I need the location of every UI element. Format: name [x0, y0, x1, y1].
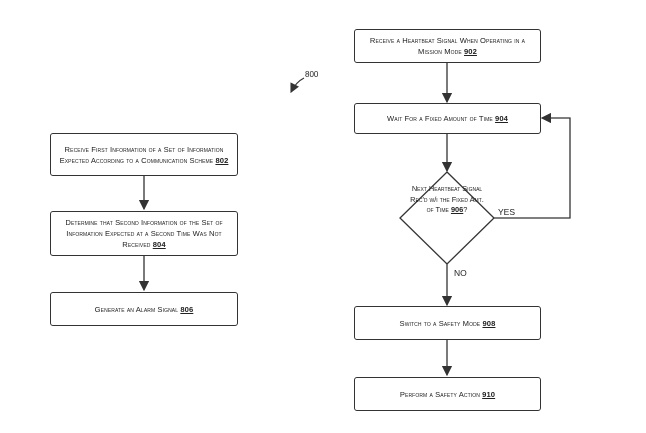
step-904: Wait For a Fixed Amount of Time 904: [354, 103, 541, 134]
yes-label: YES: [498, 207, 516, 217]
step-908-text: Switch to a Safety Mode: [399, 318, 481, 328]
step-902-text: Receive a Heartbeat Signal When Operatin…: [369, 36, 526, 56]
step-910-text: Perform a Safety Action: [399, 389, 480, 399]
step-910: Perform a Safety Action 910: [354, 377, 541, 411]
decision-906: Next Heartbeat Signal Rec'd w/i the Fixe…: [410, 184, 484, 216]
decision-diamond: [399, 171, 495, 265]
step-806: Generate an Alarm Signal 806: [50, 292, 238, 326]
step-802-text: Receive First Information of a Set of In…: [59, 144, 224, 165]
step-902-ref: 902: [463, 47, 477, 56]
step-802: Receive First Information of a Set of In…: [50, 133, 238, 176]
decision-906-ref: 906: [450, 205, 464, 214]
no-label: NO: [454, 268, 467, 278]
step-804: Determine that Second Information of the…: [50, 211, 238, 256]
arrow-yes-loop: [494, 112, 571, 219]
decision-906-suffix: ?: [463, 205, 468, 214]
step-908-ref: 908: [482, 318, 496, 328]
figure-pointer-arrow: [290, 77, 305, 94]
step-902: Receive a Heartbeat Signal When Operatin…: [354, 29, 541, 63]
step-804-ref: 804: [152, 240, 166, 249]
step-904-text: Wait For a Fixed Amount of Time: [387, 114, 493, 123]
figure-label: 800: [305, 70, 319, 79]
step-804-text: Determine that Second Information of the…: [65, 218, 223, 249]
step-910-ref: 910: [482, 389, 496, 399]
decision-906-text: Next Heartbeat Signal Rec'd w/i the Fixe…: [410, 184, 484, 214]
step-802-ref: 802: [215, 155, 229, 165]
step-904-ref: 904: [495, 114, 508, 123]
step-806-text: Generate an Alarm Signal: [94, 304, 179, 314]
step-908: Switch to a Safety Mode 908: [354, 306, 541, 340]
step-806-ref: 806: [180, 304, 194, 314]
